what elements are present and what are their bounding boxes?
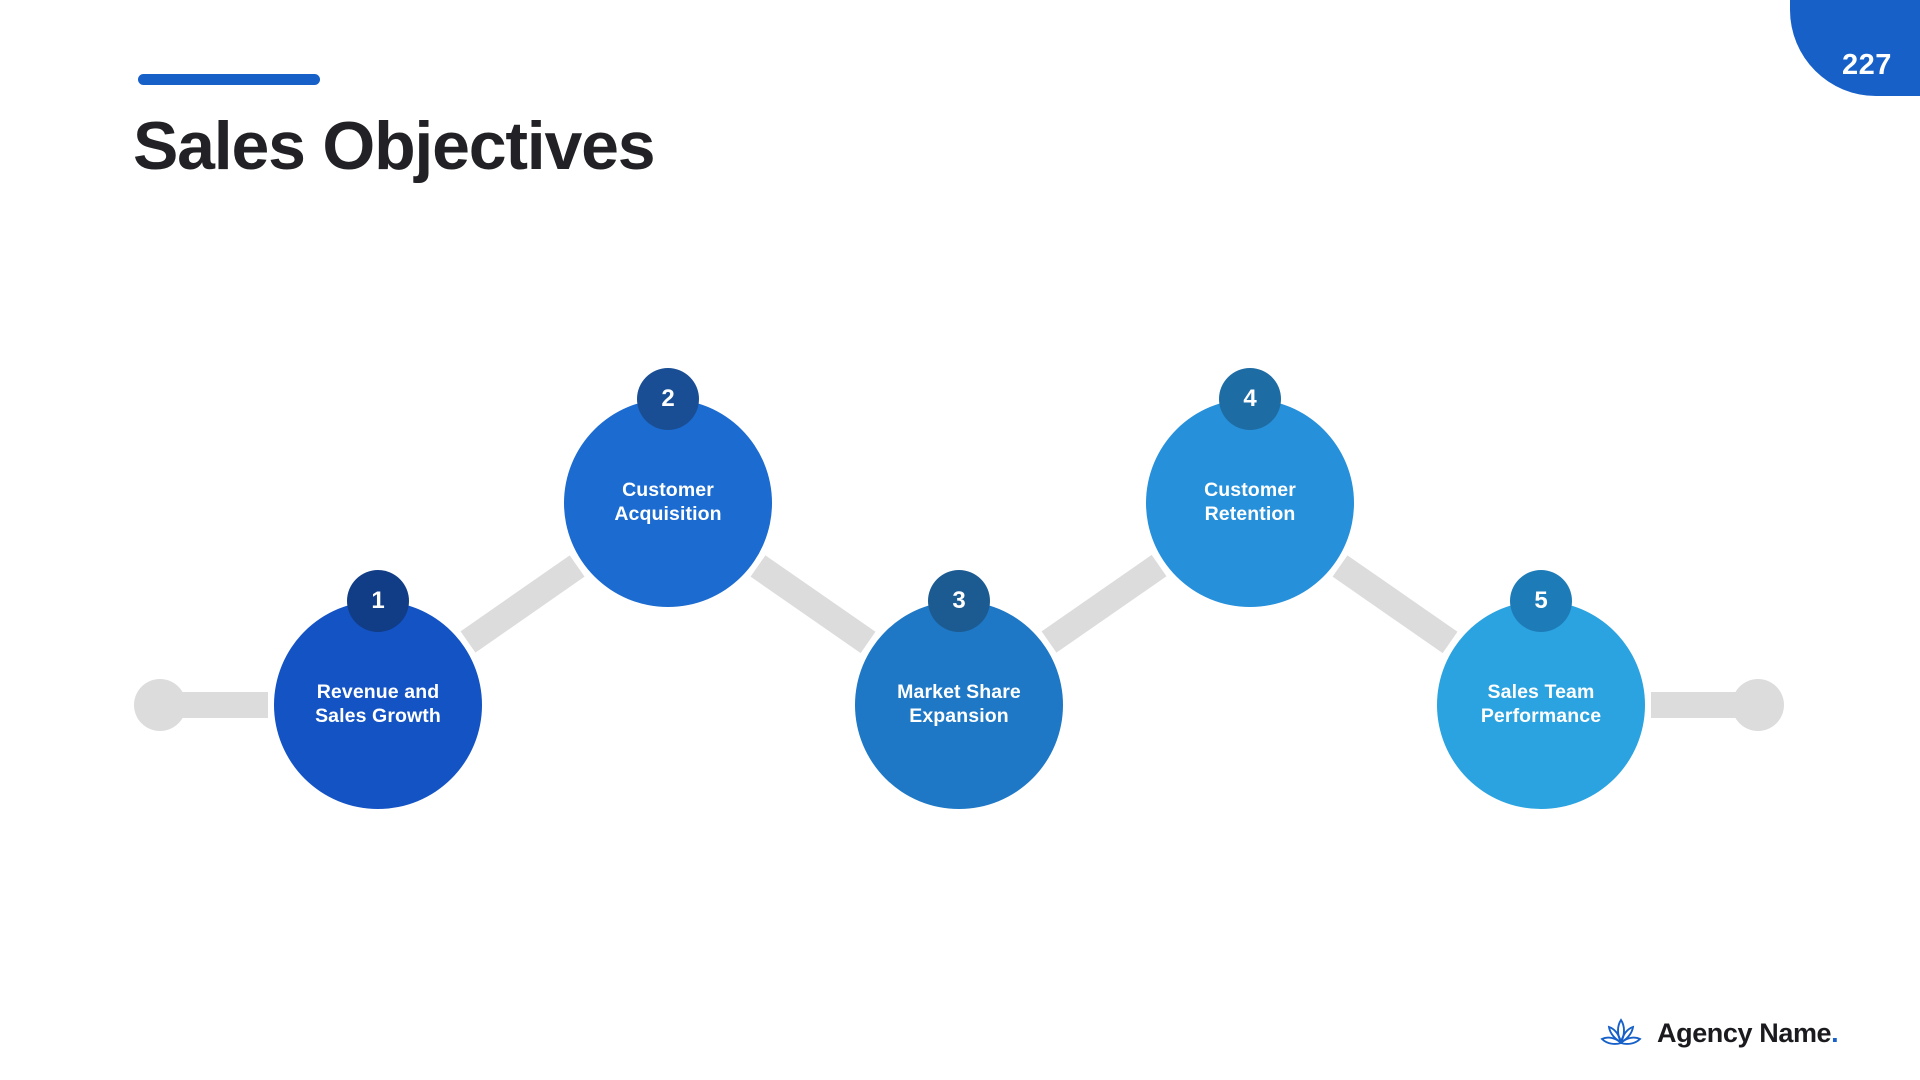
node-number-badge-1: 1: [347, 570, 409, 632]
lotus-icon: [1598, 1016, 1644, 1050]
node-circle-5[interactable]: Sales Team Performance: [1437, 601, 1645, 809]
node-number-5: 5: [1534, 587, 1548, 614]
connector-3-to-4: [1041, 555, 1168, 653]
node-label-3: Market Share Expansion: [897, 681, 1021, 727]
left-endcap-dot: [134, 679, 186, 731]
node-number-badge-4: 4: [1219, 368, 1281, 430]
node-circle-1[interactable]: Revenue and Sales Growth: [274, 601, 482, 809]
connector-2-to-3: [750, 555, 877, 653]
node-label-2: Customer Acquisition: [614, 479, 722, 525]
node-circle-3[interactable]: Market Share Expansion: [855, 601, 1063, 809]
node-number-3: 3: [952, 587, 966, 614]
page-title: Sales Objectives: [133, 108, 656, 184]
node-number-badge-2: 2: [637, 368, 699, 430]
node-number-4: 4: [1243, 385, 1257, 412]
brand-name: Agency Name.: [1657, 1017, 1839, 1049]
page-number-value: 227: [1842, 49, 1892, 81]
connector-4-to-5: [1332, 555, 1459, 653]
node-circle-2[interactable]: Customer Acquisition: [564, 399, 772, 607]
node-circle-4[interactable]: Customer Retention: [1146, 399, 1354, 607]
right-endcap-dot: [1732, 679, 1784, 731]
node-number-badge-5: 5: [1510, 570, 1572, 632]
node-number-1: 1: [371, 587, 385, 614]
node-label-5: Sales Team Performance: [1480, 681, 1602, 727]
footer-brand: Agency Name.: [1598, 1016, 1839, 1050]
node-number-badge-3: 3: [928, 570, 990, 632]
node-label-1: Revenue and Sales Growth: [315, 681, 441, 727]
title-accent-bar: [138, 74, 320, 85]
brand-name-text: Agency Name: [1657, 1017, 1832, 1048]
connector-1-to-2: [460, 555, 586, 653]
node-number-2: 2: [661, 385, 675, 412]
brand-dot: .: [1831, 1017, 1839, 1048]
node-label-4: Customer Retention: [1204, 479, 1296, 525]
